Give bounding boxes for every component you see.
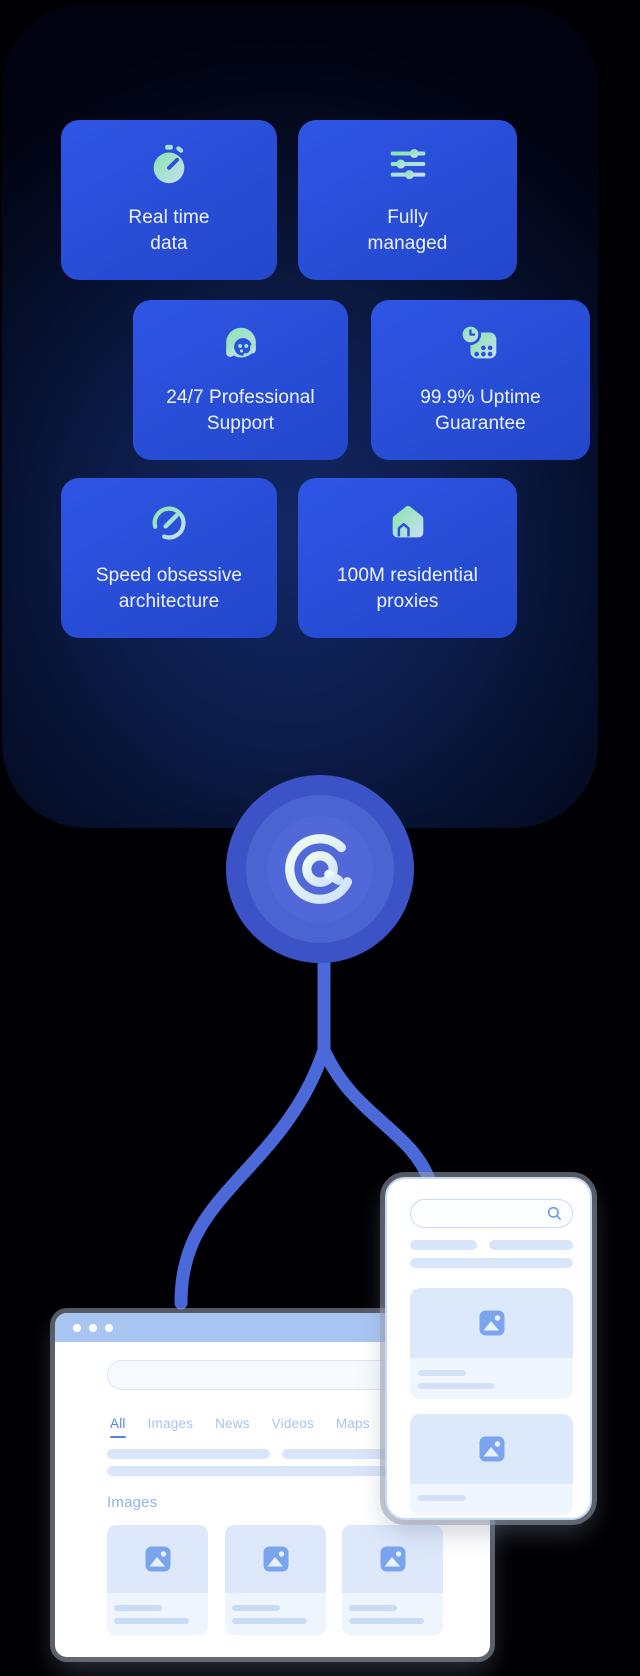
logo-badge bbox=[226, 775, 414, 963]
label-line: managed bbox=[367, 233, 448, 255]
serp-tabs: All Images News Videos Maps bbox=[110, 1416, 370, 1438]
image-result-card[interactable] bbox=[225, 1525, 326, 1635]
headset-support-icon bbox=[218, 321, 264, 369]
image-result-card[interactable] bbox=[107, 1525, 208, 1635]
house-icon bbox=[385, 499, 431, 547]
label-line: 24/7 Professional bbox=[166, 387, 315, 408]
label-line: Fully bbox=[387, 207, 428, 228]
feature-card-label: 99.9% Uptime Guarantee bbox=[420, 385, 541, 437]
image-placeholder-icon bbox=[410, 1288, 573, 1358]
skeleton-line bbox=[107, 1449, 270, 1459]
magnifier-icon[interactable] bbox=[547, 1206, 562, 1221]
skeleton-line bbox=[107, 1466, 467, 1476]
result-card-footer bbox=[225, 1593, 326, 1635]
label-line: Support bbox=[206, 413, 275, 435]
feature-card-real-time-data: Real time data bbox=[61, 120, 277, 280]
image-placeholder-icon bbox=[342, 1525, 443, 1593]
tab-images[interactable]: Images bbox=[147, 1416, 194, 1431]
logo-badge-ring bbox=[267, 816, 373, 922]
image-placeholder-icon bbox=[410, 1414, 573, 1484]
skeleton-line bbox=[282, 1449, 460, 1459]
skeleton-line bbox=[232, 1605, 280, 1611]
search-at-logo-icon bbox=[285, 834, 353, 904]
label-line: Speed obsessive bbox=[95, 565, 243, 586]
feature-card-label: Speed obsessive architecture bbox=[96, 563, 242, 615]
skeleton-line bbox=[418, 1370, 466, 1376]
image-placeholder-icon bbox=[225, 1525, 326, 1593]
feature-card-support: 24/7 Professional Support bbox=[133, 300, 348, 460]
feature-card-label: 100M residential proxies bbox=[337, 563, 478, 615]
skeleton-line bbox=[349, 1618, 424, 1624]
sliders-icon bbox=[385, 141, 431, 189]
feature-card-proxies: 100M residential proxies bbox=[298, 478, 517, 638]
window-dot[interactable] bbox=[105, 1323, 113, 1332]
skeleton-line bbox=[489, 1240, 573, 1250]
result-card-footer bbox=[410, 1484, 573, 1515]
skeleton-line bbox=[418, 1495, 466, 1501]
tab-news[interactable]: News bbox=[215, 1416, 250, 1431]
feature-card-label: 24/7 Professional Support bbox=[166, 385, 315, 437]
label-line: Guarantee bbox=[435, 413, 526, 435]
images-section-heading: Images bbox=[107, 1494, 158, 1511]
result-card-footer bbox=[410, 1358, 573, 1399]
clock-calendar-icon bbox=[458, 321, 504, 369]
label-line: 100M residential bbox=[336, 565, 478, 586]
result-card-footer bbox=[107, 1593, 208, 1635]
skeleton-line bbox=[232, 1618, 307, 1624]
feature-card-fully-managed: Fully managed bbox=[298, 120, 517, 280]
label-line: data bbox=[150, 233, 188, 255]
feature-card-uptime: 99.9% Uptime Guarantee bbox=[371, 300, 590, 460]
phone-mockup bbox=[385, 1177, 592, 1520]
label-line: proxies bbox=[376, 591, 439, 613]
stopwatch-icon bbox=[146, 141, 192, 189]
window-dot[interactable] bbox=[89, 1323, 97, 1332]
skeleton-line bbox=[410, 1240, 477, 1250]
skeleton-line bbox=[410, 1258, 573, 1268]
label-line: 99.9% Uptime bbox=[420, 387, 541, 408]
skeleton-line bbox=[418, 1383, 494, 1389]
feature-card-label: Fully managed bbox=[368, 205, 448, 257]
skeleton-line bbox=[114, 1618, 189, 1624]
skeleton-line bbox=[349, 1605, 397, 1611]
feature-card-speed: Speed obsessive architecture bbox=[61, 478, 277, 638]
result-card[interactable] bbox=[410, 1414, 573, 1515]
result-card[interactable] bbox=[410, 1288, 573, 1399]
label-line: architecture bbox=[118, 591, 220, 613]
tab-all[interactable]: All bbox=[110, 1416, 126, 1438]
label-line: Real time bbox=[128, 207, 210, 228]
tab-videos[interactable]: Videos bbox=[271, 1416, 314, 1431]
window-dot[interactable] bbox=[73, 1323, 81, 1332]
tab-maps[interactable]: Maps bbox=[335, 1416, 370, 1431]
phone-search-input[interactable] bbox=[410, 1199, 573, 1228]
speed-gauge-icon bbox=[146, 499, 192, 547]
image-placeholder-icon bbox=[107, 1525, 208, 1593]
result-card-footer bbox=[342, 1593, 443, 1635]
feature-card-label: Real time data bbox=[128, 205, 209, 257]
skeleton-line bbox=[114, 1605, 162, 1611]
image-result-card[interactable] bbox=[342, 1525, 443, 1635]
